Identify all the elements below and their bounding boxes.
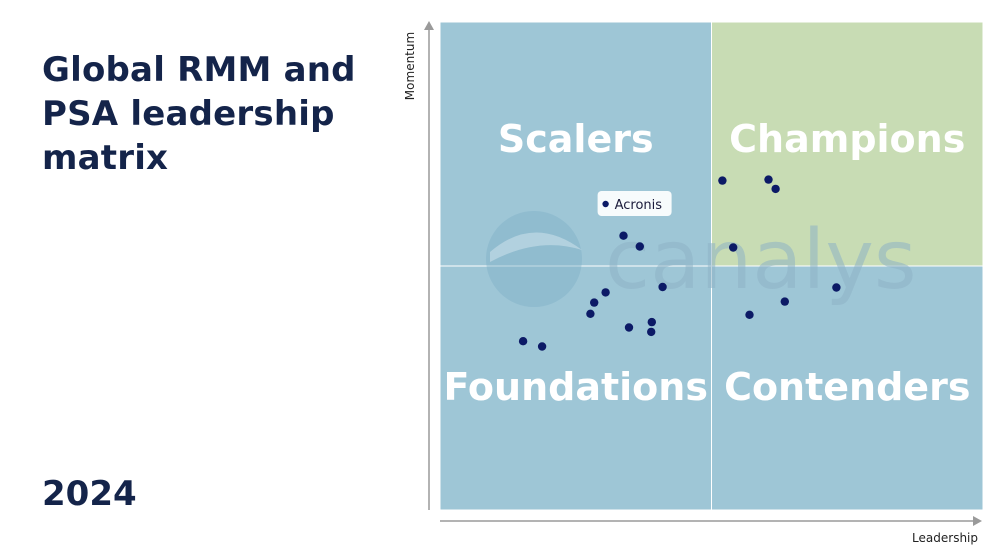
data-point-1: [718, 176, 727, 185]
data-point-4: [619, 231, 628, 240]
data-point-7: [780, 297, 789, 306]
y-axis-label: Momentum: [403, 32, 417, 100]
quadrant-label-contenders: Contenders: [724, 365, 970, 409]
callout-point: [602, 200, 609, 208]
quadrant-foundations: [439, 265, 712, 511]
data-point-15: [624, 323, 634, 332]
data-point-9: [658, 282, 667, 292]
watermark-logo-icon: [486, 211, 582, 307]
x-axis-label: Leadership: [912, 531, 978, 545]
data-point-10: [745, 310, 754, 319]
quadrant-label-champions: Champions: [729, 117, 965, 161]
x-axis-arrow-icon: [973, 516, 982, 526]
data-point-2: [764, 175, 773, 184]
quadrant-label-scalers: Scalers: [498, 117, 654, 161]
callout-box: [597, 191, 672, 216]
page-title: Global RMM and PSA leadership matrix: [42, 50, 356, 178]
data-point-6: [729, 243, 738, 252]
canalys-watermark: canalys: [486, 211, 917, 308]
data-point-11: [601, 288, 610, 297]
quadrant-contenders: [711, 265, 984, 511]
callout-label: Acronis: [615, 198, 663, 213]
watermark-text: canalys: [605, 213, 917, 308]
watermark-logo-swoosh-icon: [490, 232, 582, 262]
data-point-12: [590, 298, 599, 307]
data-point-16: [647, 327, 656, 337]
y-axis-arrow-icon: [424, 21, 434, 30]
data-point-13: [586, 309, 595, 318]
data-point-5: [635, 242, 644, 251]
quadrant-label-foundations: Foundations: [444, 365, 708, 409]
data-points: [518, 175, 841, 351]
quadrant-scalers: [439, 21, 712, 267]
year-label: 2024: [42, 474, 137, 514]
data-point-3: [771, 184, 780, 194]
callout-acronis: Acronis: [597, 191, 672, 216]
quadrant-champions: [711, 21, 984, 267]
data-point-17: [518, 337, 528, 346]
data-point-8: [832, 283, 841, 292]
data-point-18: [537, 342, 547, 351]
data-point-14: [647, 317, 656, 327]
